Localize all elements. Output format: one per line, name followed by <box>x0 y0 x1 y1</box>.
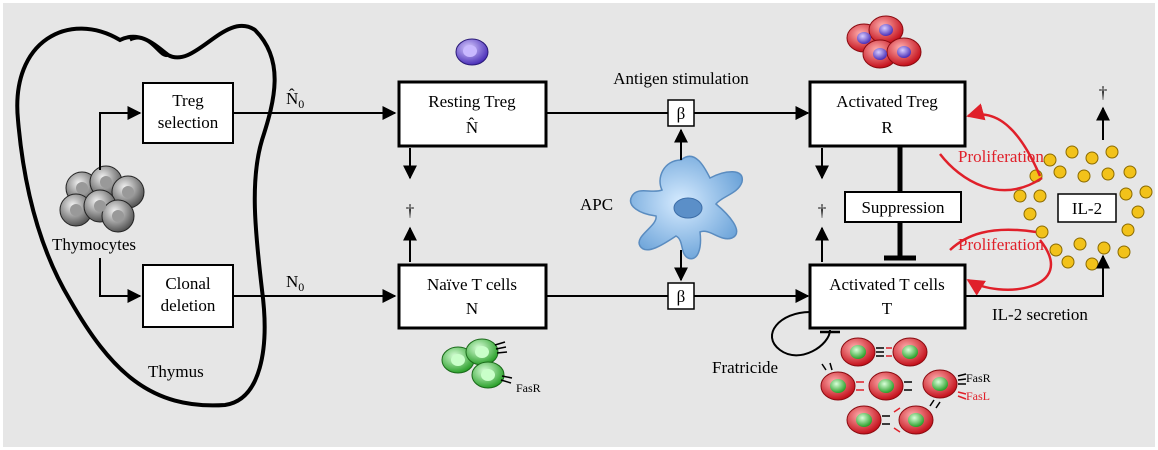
naive-t-cells-label: Naïve T cells <box>427 275 517 294</box>
naive-t-cell-cluster-icon <box>441 338 513 389</box>
fasl-label: FasL <box>966 389 990 403</box>
resting-treg-symbol: N̂ <box>466 118 478 137</box>
clonal-deletion-label-1: Clonal <box>165 274 211 293</box>
resting-treg-box <box>397 80 548 148</box>
resting-treg-label: Resting Treg <box>428 92 516 111</box>
thymocyte-cluster <box>59 165 145 233</box>
clonal-deletion-label-2: deletion <box>161 296 216 315</box>
proliferation-label-t: Proliferation <box>958 235 1044 254</box>
t-proliferation-arrow <box>966 239 1053 296</box>
activated-t-cells-box <box>808 263 967 330</box>
n-0-label: N0 <box>286 272 304 294</box>
treg-proliferation-arrow <box>966 103 1042 177</box>
beta-label-bottom: β <box>677 287 686 306</box>
antigen-stimulation-label: Antigen stimulation <box>613 69 749 88</box>
n-hat-0-label: N̂0 <box>286 89 304 111</box>
death-dagger-middle: † <box>818 201 827 220</box>
treg-selection-label-1: Treg <box>172 91 204 110</box>
beta-label-top: β <box>677 104 686 123</box>
activated-treg-box <box>808 80 967 148</box>
il2-secretion-label: IL-2 secretion <box>992 305 1088 324</box>
thymocytes-label: Thymocytes <box>52 235 136 254</box>
beta-box-bottom <box>667 282 695 310</box>
apc-label: APC <box>580 195 613 214</box>
fratricide-label: Fratricide <box>712 358 778 377</box>
naive-t-cells-symbol: N <box>466 299 478 318</box>
suppression-label: Suppression <box>861 198 945 217</box>
suppression-box <box>844 191 962 223</box>
activated-treg-cluster-icon <box>846 15 922 69</box>
fasr-label-naive: FasR <box>516 381 541 395</box>
treg-selection-label-2: selection <box>158 113 219 132</box>
treg-selection-box <box>142 82 234 144</box>
clonal-deletion-box <box>142 264 234 328</box>
death-dagger-right: † <box>1099 83 1108 102</box>
t-proliferation-loop <box>949 228 1037 251</box>
resting-treg-cell-icon <box>455 38 489 66</box>
thymus-outline <box>15 23 277 408</box>
il2-box <box>1057 193 1117 223</box>
il2-secretion-arrow <box>965 254 1110 297</box>
activated-t-cells-label: Activated T cells <box>829 275 945 294</box>
activated-treg-label: Activated Treg <box>836 92 938 111</box>
thymus-inner-fold <box>129 36 169 57</box>
apc-nucleus <box>673 197 703 219</box>
proliferation-label-treg: Proliferation <box>958 147 1044 166</box>
fasr-label-activated: FasR <box>966 371 991 385</box>
naive-t-cells-box <box>397 263 548 330</box>
treg-proliferation-loop <box>939 153 1043 192</box>
activated-treg-symbol: R <box>881 118 893 137</box>
activated-t-cell-cluster-icon <box>820 337 967 435</box>
activated-t-cells-symbol: T <box>882 299 893 318</box>
il2-label: IL-2 <box>1072 199 1102 218</box>
arrow-to-treg-selection <box>99 106 142 170</box>
fratricide-loop <box>770 311 831 357</box>
arrow-to-clonal-deletion <box>99 258 142 303</box>
thymus-label: Thymus <box>148 362 204 381</box>
death-dagger-left: † <box>406 201 415 220</box>
